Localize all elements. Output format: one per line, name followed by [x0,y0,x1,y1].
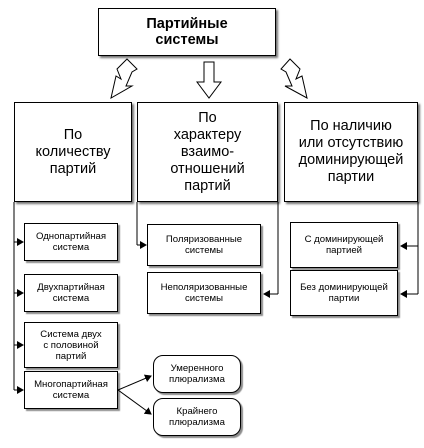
bracket-category-2 [136,202,279,298]
category-by-dominant-party: По наличию или отсутствию доминирующей п… [284,102,418,202]
category-by-number-of-parties: По количеству партий [14,102,132,202]
diagram-title: Партийные системы [98,8,276,56]
category-by-relations: По характеру взаимо- отношений партий [137,102,278,202]
bracket-category-1 [13,202,24,394]
two-and-half-party-system: Система двух с половиной партий [24,322,118,368]
arrow-to-category-2 [196,61,222,99]
with-dominant-party: С доминирующей партией [290,222,398,268]
moderate-pluralism: Умеренного плюрализма [153,355,241,393]
one-party-system: Однопартийная система [24,223,118,261]
polarized-systems: Поляризованные системы [147,224,261,266]
arrow-to-category-1 [110,58,138,99]
non-polarized-systems: Неполяризованные системы [147,272,261,314]
arrow-to-category-3 [280,58,308,99]
multi-party-system: Многопартийная система [24,371,118,409]
without-dominant-party: Без доминирующей партии [290,270,398,316]
pluralism-arrows [117,374,152,415]
two-party-system: Двухпартийная система [24,274,118,312]
bracket-category-3 [400,202,419,298]
extreme-pluralism: Крайнего плюрализма [153,398,241,436]
